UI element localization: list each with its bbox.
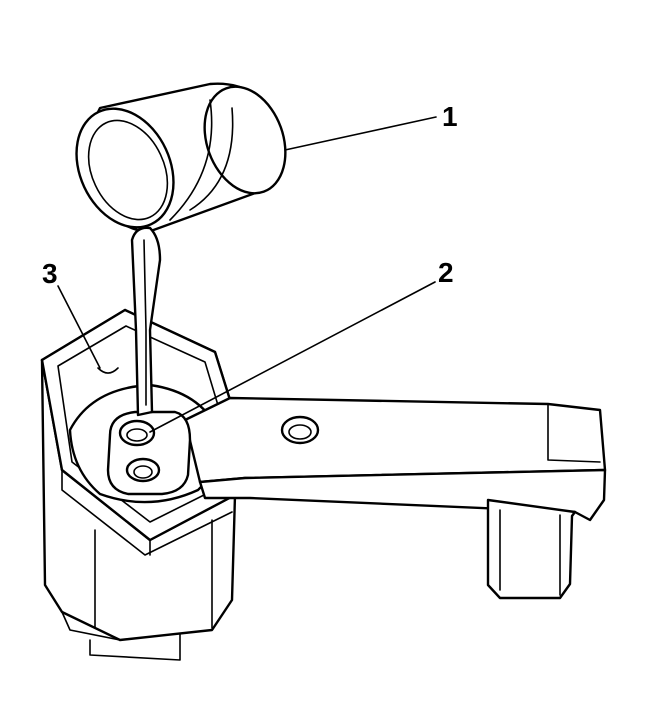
callout-1: 1 bbox=[442, 101, 458, 132]
sensor-bracket bbox=[106, 396, 607, 600]
adhesive-stream bbox=[130, 226, 162, 417]
leader-lines bbox=[57, 116, 437, 433]
leader-line-1 bbox=[284, 116, 437, 151]
adhesive-cup bbox=[75, 82, 287, 234]
leader-line-3 bbox=[57, 285, 101, 369]
leader-line-2 bbox=[149, 281, 436, 433]
callout-2: 2 bbox=[438, 257, 454, 288]
callout-3: 3 bbox=[42, 258, 58, 289]
